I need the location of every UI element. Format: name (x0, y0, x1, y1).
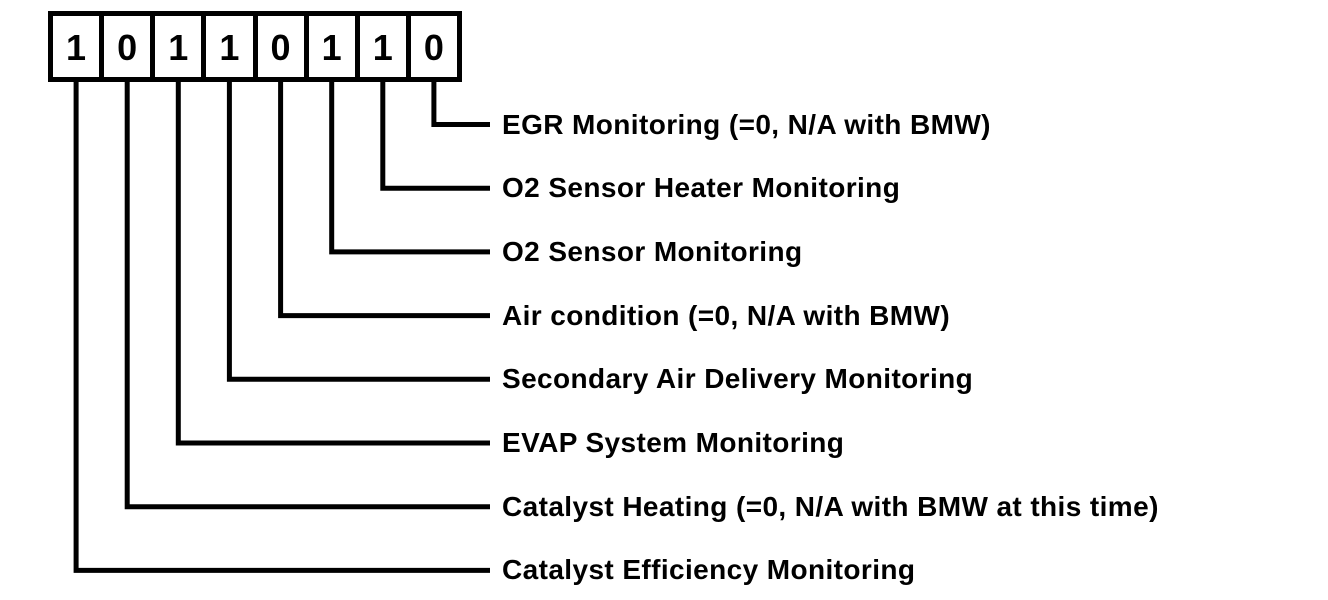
bit-label: Secondary Air Delivery Monitoring (502, 363, 974, 395)
bit-label: Catalyst Heating (=0, N/A with BMW at th… (502, 490, 1159, 522)
connector-line (380, 78, 490, 191)
connector-line (329, 78, 490, 255)
bit-value: 1 (219, 26, 240, 68)
bit-cell: 1 (354, 16, 406, 77)
bit-label: O2 Sensor Monitoring (502, 235, 803, 267)
bit-value: 1 (321, 26, 342, 68)
connector-line (124, 78, 490, 510)
bit-label: Catalyst Efficiency Monitoring (502, 554, 916, 586)
connector-line (73, 78, 490, 573)
bit-value: 1 (66, 26, 87, 68)
bit-value: 0 (270, 26, 291, 68)
bit-label: Air condition (=0, N/A with BMW) (502, 299, 951, 331)
bit-value: 0 (423, 26, 444, 68)
connector-line (278, 78, 490, 319)
connector-line (431, 78, 490, 127)
bit-value: 1 (372, 26, 393, 68)
bit-cell: 1 (303, 16, 355, 77)
bit-label: O2 Sensor Heater Monitoring (502, 172, 901, 204)
bit-label: EVAP System Monitoring (502, 427, 845, 458)
connector-line (226, 78, 490, 382)
bit-label: EGR Monitoring (=0, N/A with BMW) (502, 108, 991, 140)
bit-value: 0 (117, 26, 138, 68)
bit-cell: 1 (150, 16, 201, 77)
bit-cell: 0 (252, 16, 304, 77)
connector-line (175, 78, 490, 446)
bit-cell: 1 (53, 16, 99, 77)
bit-cell: 0 (405, 16, 457, 77)
bit-cell: 1 (201, 16, 252, 77)
bit-cell: 0 (99, 16, 150, 77)
bit-value: 1 (168, 26, 189, 68)
